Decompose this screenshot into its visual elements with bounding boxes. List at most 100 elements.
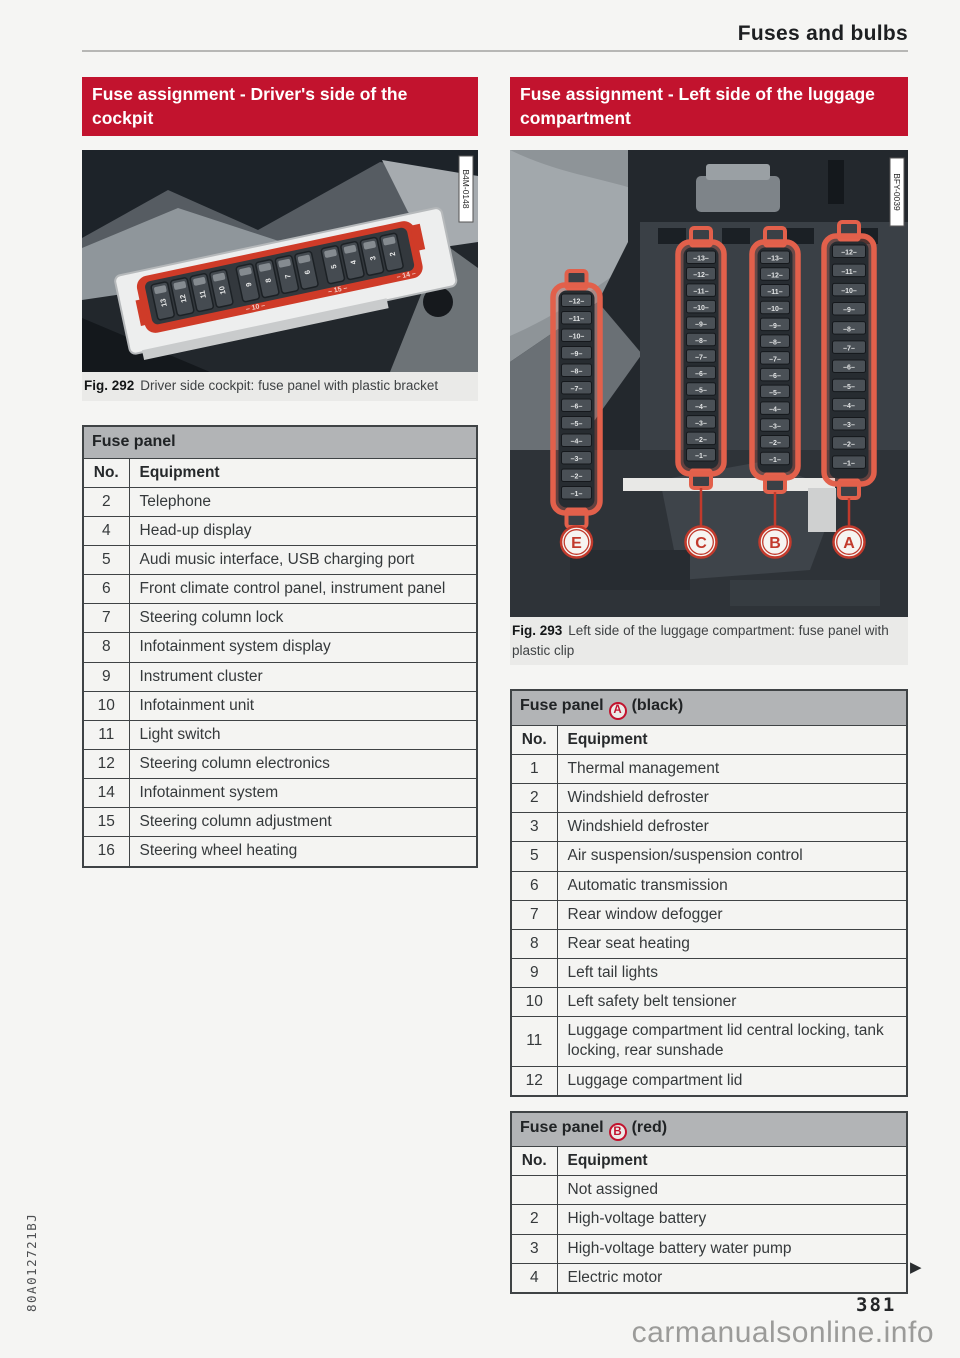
fuse-equipment: Left safety belt tensioner — [556, 987, 908, 1018]
svg-text:4: 4 — [348, 259, 358, 266]
svg-text:–7–: –7– — [769, 357, 781, 364]
svg-text:–2–: –2– — [769, 440, 781, 447]
svg-text:–5–: –5– — [695, 388, 707, 395]
svg-text:–11–: –11– — [569, 316, 584, 323]
svg-text:–6–: –6– — [695, 371, 707, 378]
svg-text:BFY-0039: BFY-0039 — [892, 174, 902, 212]
svg-text:A: A — [843, 535, 855, 552]
fuse-equipment: Electric motor — [556, 1262, 908, 1294]
svg-text:–7–: –7– — [843, 346, 855, 353]
fuse-equipment: Steering wheel heating — [128, 836, 478, 868]
svg-text:10: 10 — [217, 286, 228, 296]
fuse-no: 6 — [510, 870, 558, 901]
column-header-no: No. — [510, 1146, 558, 1177]
fuse-equipment: Steering column lock — [128, 603, 478, 634]
svg-text:–5–: –5– — [843, 384, 855, 391]
banner-driver-cockpit: Fuse assignment - Driver's side of the c… — [82, 77, 478, 137]
svg-text:–13–: –13– — [693, 256, 709, 263]
svg-text:12: 12 — [178, 294, 189, 304]
svg-text:–9–: –9– — [695, 322, 707, 329]
column-luggage-compartment: Fuse assignment - Left side of the lugga… — [510, 77, 908, 1308]
fuse-equipment: Infotainment system display — [128, 632, 478, 663]
fuse-equipment: High-voltage battery — [556, 1204, 908, 1235]
svg-text:3: 3 — [368, 256, 378, 262]
svg-text:–2–: –2– — [843, 442, 855, 449]
svg-text:–6–: –6– — [769, 373, 781, 380]
fuse-equipment: Automatic transmission — [556, 870, 908, 901]
next-page-arrow-icon: ▶ — [910, 1259, 922, 1276]
fuse-no: 10 — [82, 690, 130, 721]
fuse-no: 3 — [510, 812, 558, 843]
svg-text:11: 11 — [197, 290, 207, 300]
svg-text:–8–: –8– — [769, 340, 781, 347]
svg-text:–4–: –4– — [843, 403, 855, 410]
svg-text:–13–: –13– — [767, 256, 783, 263]
table-b-title-prefix: Fuse panel — [520, 1118, 604, 1136]
fuse-equipment: Luggage compartment lid — [556, 1065, 908, 1097]
svg-text:–5–: –5– — [769, 390, 781, 397]
fuse-equipment: Head-up display — [128, 515, 478, 547]
column-header-equipment: Equipment — [556, 1146, 908, 1177]
fuse-equipment: Luggage compartment lid central locking,… — [556, 1016, 908, 1067]
svg-text:– 10 –: – 10 – — [245, 303, 266, 314]
svg-text:–6–: –6– — [843, 365, 855, 372]
figure-293-text: Left side of the luggage compartment: fu… — [512, 623, 889, 658]
fuse-equipment: Not assigned — [556, 1175, 908, 1206]
svg-text:–10–: –10– — [569, 334, 585, 341]
fuse-equipment: Left tail lights — [556, 957, 908, 989]
svg-text:–3–: –3– — [843, 422, 855, 429]
svg-text:–9–: –9– — [769, 323, 781, 330]
figure-293-label: Fig. 293 — [512, 623, 563, 639]
fuse-no: 11 — [510, 1016, 558, 1067]
fuse-no: 8 — [82, 632, 130, 663]
fuse-no: 12 — [510, 1065, 558, 1097]
figure-292-label: Fig. 292 — [84, 378, 135, 394]
fuse-equipment: Rear seat heating — [556, 928, 908, 960]
fuse-no: 14 — [82, 778, 130, 809]
svg-text:13: 13 — [158, 298, 169, 308]
table-row: Not assigned — [510, 1175, 908, 1206]
fuse-no: 3 — [510, 1233, 558, 1264]
svg-text:–5–: –5– — [571, 421, 583, 428]
fuse-table-cockpit-title: Fuse panel — [82, 425, 478, 459]
column-header-no: No. — [82, 457, 130, 488]
fuse-equipment: Infotainment unit — [128, 690, 478, 721]
svg-text:–8–: –8– — [843, 327, 855, 334]
svg-text:B: B — [769, 535, 781, 552]
fuse-no: 7 — [82, 603, 130, 634]
svg-text:8: 8 — [263, 278, 273, 284]
fuse-no: 4 — [510, 1262, 558, 1294]
svg-text:–1–: –1– — [769, 457, 781, 464]
banner-luggage-compartment: Fuse assignment - Left side of the lugga… — [510, 77, 908, 137]
svg-text:–7–: –7– — [695, 355, 707, 362]
svg-text:–2–: –2– — [571, 474, 583, 481]
svg-text:–9–: –9– — [843, 307, 855, 314]
fuse-no: 11 — [82, 719, 130, 751]
svg-text:–3–: –3– — [695, 421, 707, 428]
svg-text:B4M-0148: B4M-0148 — [461, 170, 471, 209]
svg-text:–3–: –3– — [571, 456, 583, 463]
fuse-no: 4 — [82, 515, 130, 547]
fuse-equipment: Steering column adjustment — [128, 807, 478, 838]
